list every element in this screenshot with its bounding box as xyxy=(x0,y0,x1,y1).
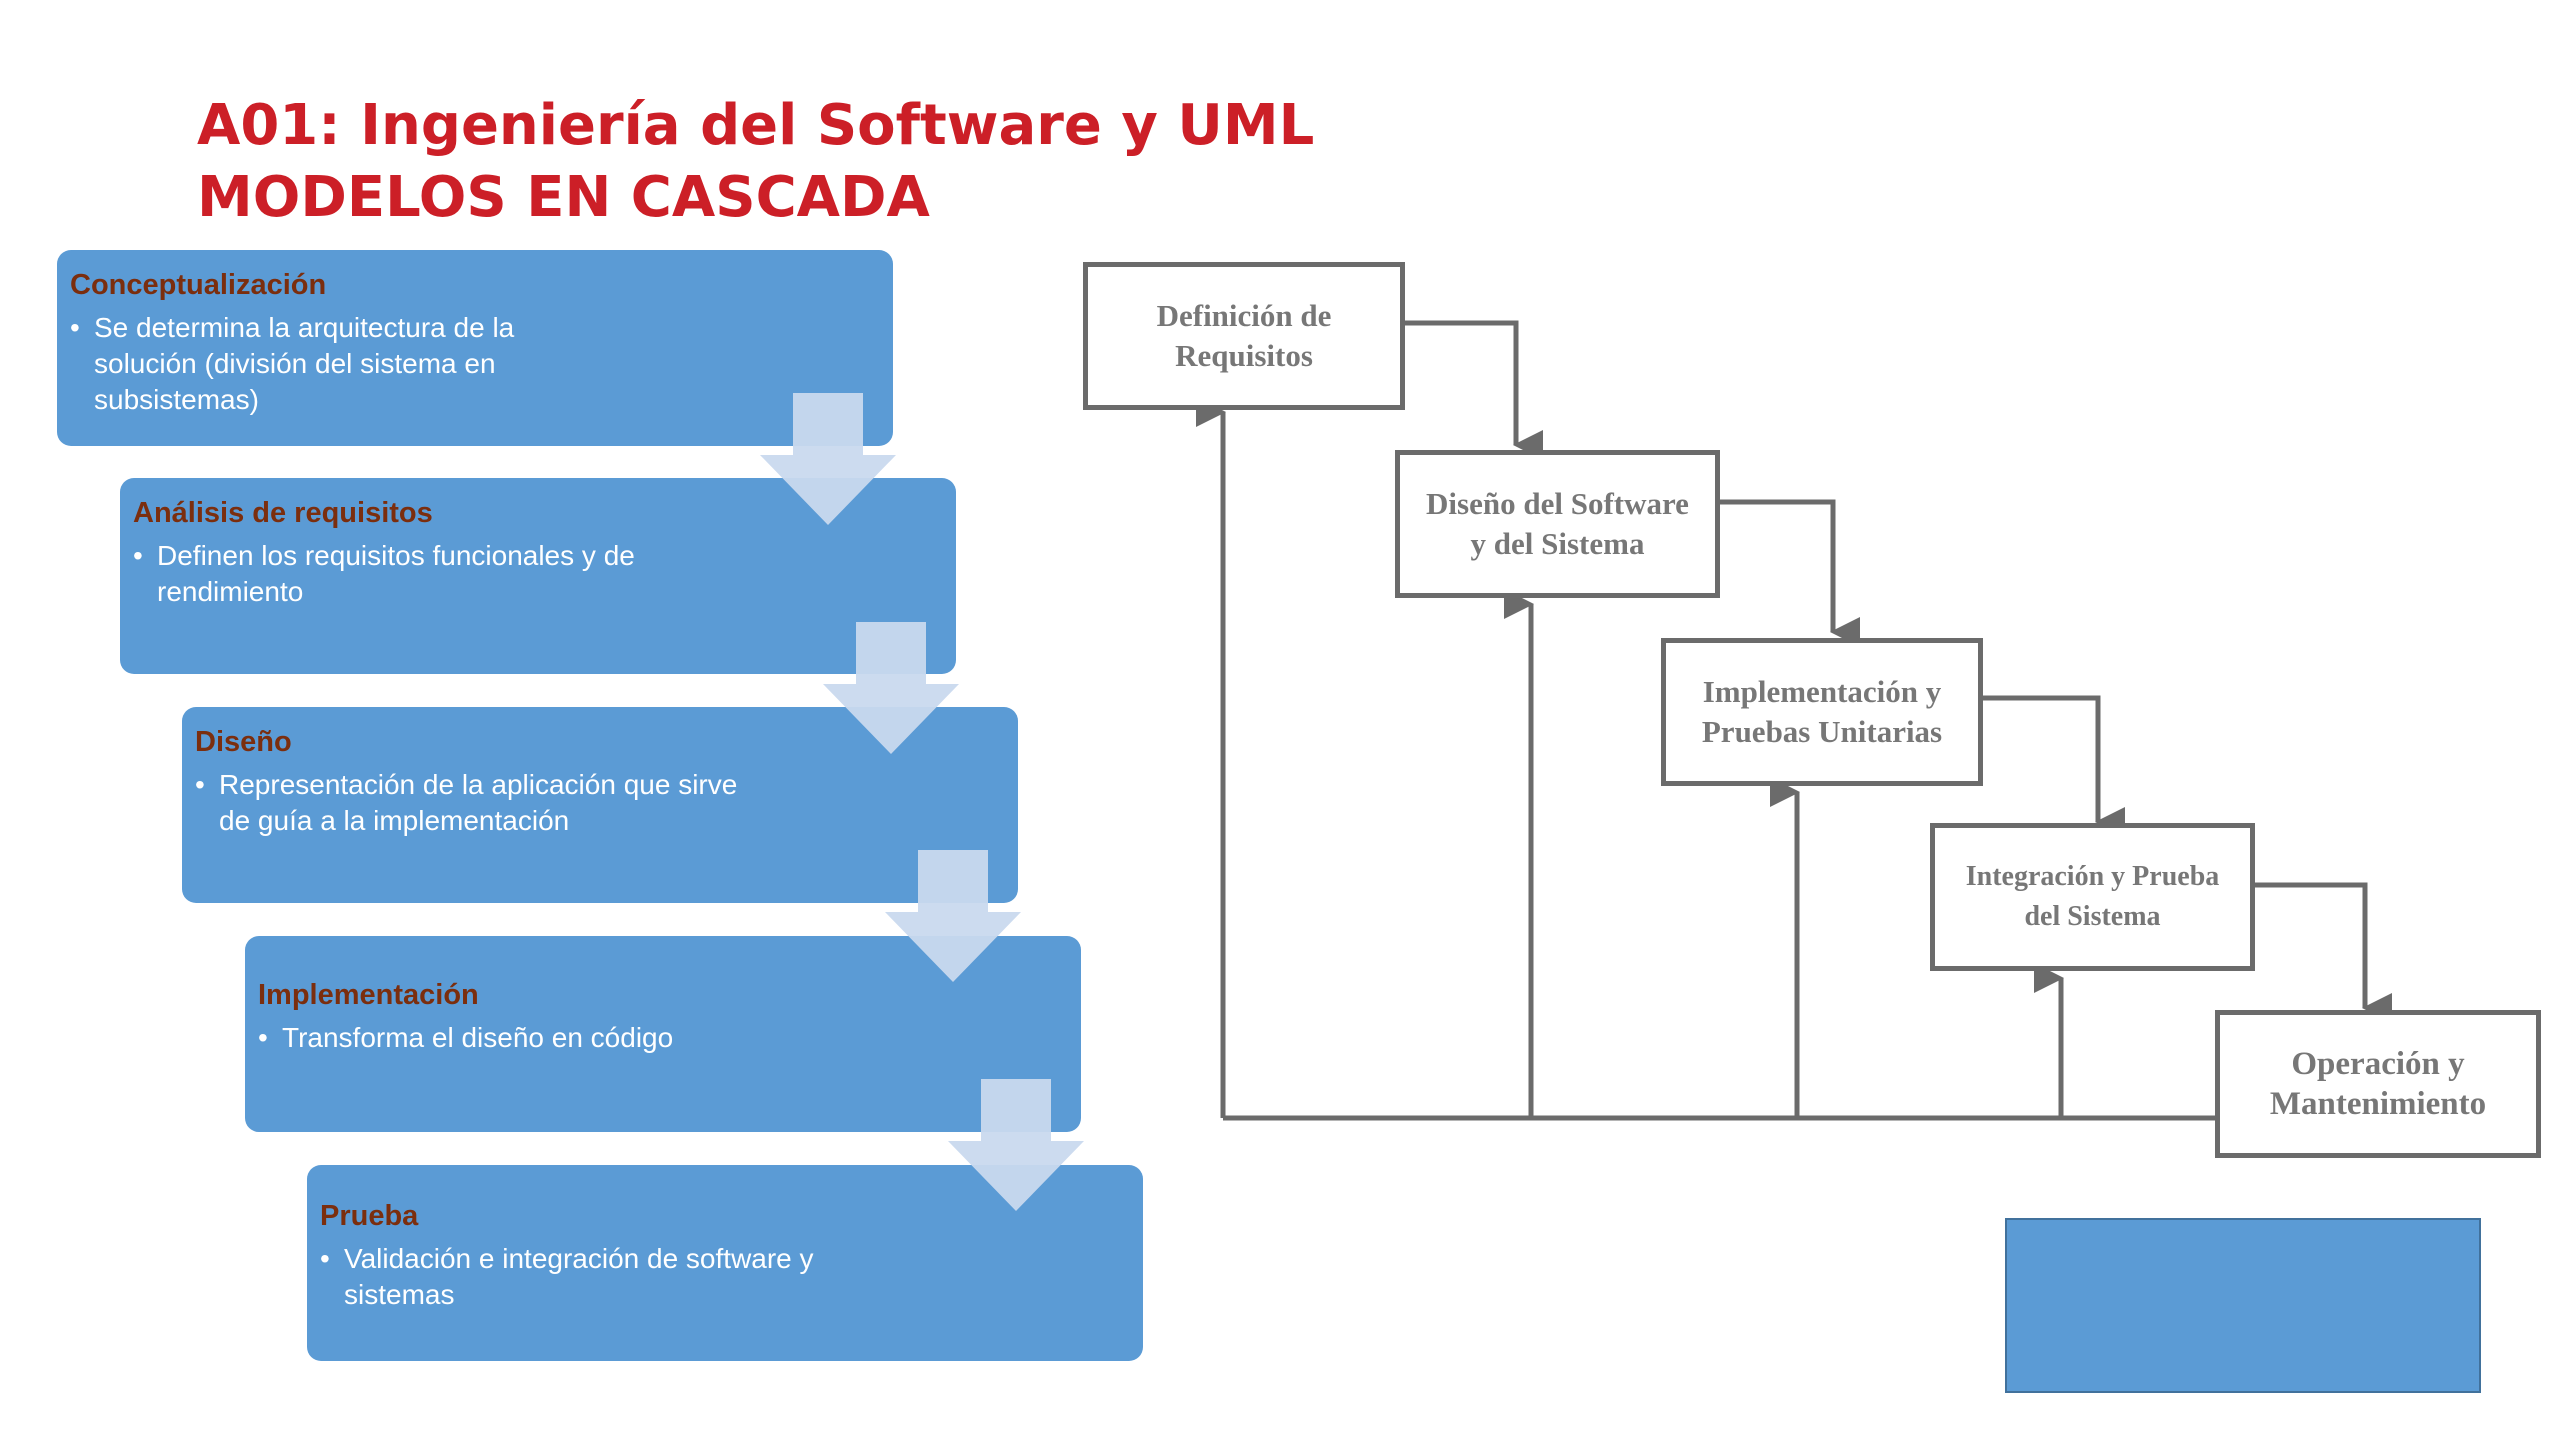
step-conceptualizacion: Conceptualización Se determina la arquit… xyxy=(57,250,893,446)
waterfall-box-label: Integración y Prueba del Sistema xyxy=(1965,861,2220,932)
waterfall-box-definicion-requisitos: Definición de Requisitos xyxy=(1083,262,1405,410)
waterfall-box-label: Implementación y Pruebas Unitarias xyxy=(1701,674,1943,749)
step-bullets: Validación e integración de software y s… xyxy=(320,1241,1130,1313)
step-title: Prueba xyxy=(320,1200,419,1232)
step-bullet: Transforma el diseño en código xyxy=(258,1020,802,1056)
waterfall-box-label: Operación y Mantenimiento xyxy=(2269,1046,2487,1122)
title-line-2: MODELOS EN CASCADA xyxy=(197,165,930,230)
step-bullets: Definen los requisitos funcionales y de … xyxy=(133,538,943,610)
connector-3-4 xyxy=(1980,695,2125,837)
down-arrow-icon xyxy=(823,622,959,754)
step-bullets: Se determina la arquitectura de la soluc… xyxy=(70,310,880,418)
step-bullets: Representación de la aplicación que sirv… xyxy=(195,767,1005,839)
connector-2-3 xyxy=(1717,499,1860,647)
step-bullets: Transforma el diseño en código xyxy=(258,1020,1068,1056)
blank-blue-rectangle xyxy=(2005,1218,2481,1393)
waterfall-box-integracion-prueba: Integración y Prueba del Sistema xyxy=(1930,823,2255,971)
down-arrow-icon xyxy=(760,393,896,525)
step-diseno: Diseño Representación de la aplicación q… xyxy=(182,707,1018,903)
waterfall-box-operacion-mantenimiento: Operación y Mantenimiento xyxy=(2215,1010,2541,1158)
step-title: Diseño xyxy=(195,726,292,758)
waterfall-box-label: Diseño del Software y del Sistema xyxy=(1426,486,1689,561)
step-title: Análisis de requisitos xyxy=(133,497,433,529)
connector-1-2 xyxy=(1402,320,1543,460)
step-title: Conceptualización xyxy=(70,269,327,301)
step-bullet: Definen los requisitos funcionales y de … xyxy=(133,538,677,610)
waterfall-box-implementacion-pruebas: Implementación y Pruebas Unitarias xyxy=(1661,638,1983,786)
down-arrow-icon xyxy=(885,850,1021,982)
step-bullet: Se determina la arquitectura de la soluc… xyxy=(70,310,614,418)
down-arrow-icon xyxy=(948,1079,1084,1211)
waterfall-box-label: Definición de Requisitos xyxy=(1156,298,1332,373)
step-title: Implementación xyxy=(258,979,479,1011)
step-bullet: Validación e integración de software y s… xyxy=(320,1241,864,1313)
slide-title: A01: Ingeniería del Software y UML MODEL… xyxy=(197,90,1314,234)
waterfall-box-diseno-software: Diseño del Software y del Sistema xyxy=(1395,450,1720,598)
title-line-1: A01: Ingeniería del Software y UML xyxy=(197,93,1315,158)
step-bullet: Representación de la aplicación que sirv… xyxy=(195,767,739,839)
connector-4-5 xyxy=(2252,882,2392,1023)
